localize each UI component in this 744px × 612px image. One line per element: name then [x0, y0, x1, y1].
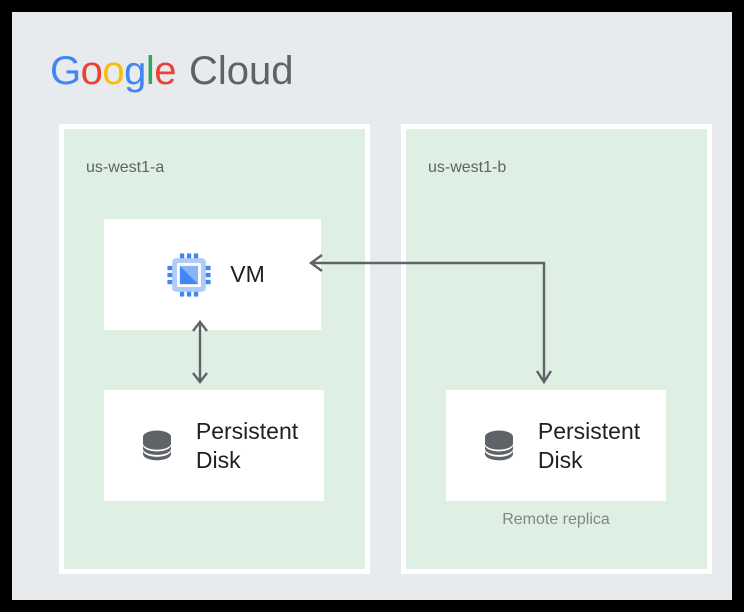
logo-letter-o-red: o [80, 49, 103, 93]
cloud-wordmark: Cloud [189, 49, 294, 93]
zone-card-us-west1-b: us-west1-b [401, 124, 712, 574]
vm-node-card: VM [104, 219, 321, 330]
cpu-chip-icon [166, 252, 212, 298]
disk-label-line-1: Persistent [537, 418, 641, 445]
logo-letter-g-blue-2: g [124, 49, 146, 93]
remote-replica-caption: Remote replica [502, 511, 610, 528]
google-wordmark: Google [50, 49, 177, 93]
logo-letter-l-green: l [145, 49, 155, 93]
disk-label-line-1: Persistent [195, 418, 299, 445]
vm-node-label: VM [230, 261, 265, 288]
zone-label-us-west1-a: us-west1-a [86, 159, 165, 176]
logo-letter-o-yellow: o [102, 49, 125, 93]
diagram-canvas: Google Cloud us-west1-a us-west1-b [12, 12, 732, 600]
logo-letter-g-blue: G [50, 49, 81, 93]
database-disk-icon [478, 425, 520, 467]
disk-label-line-2: Disk [537, 446, 583, 473]
zone-label-us-west1-b: us-west1-b [428, 159, 507, 176]
database-disk-icon [136, 425, 178, 467]
logo-letter-e-red: e [154, 49, 177, 93]
zone-card-us-west1-a: us-west1-a [59, 124, 370, 574]
disk-label-line-2: Disk [195, 446, 241, 473]
google-cloud-logo: Google Cloud [50, 49, 294, 93]
